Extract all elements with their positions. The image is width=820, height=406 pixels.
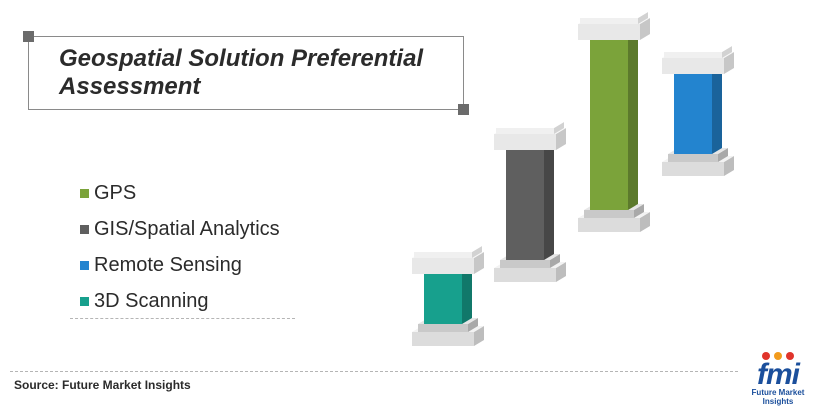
source-text: Source: Future Market Insights xyxy=(14,378,191,392)
logo-text: Future Market Insights xyxy=(751,388,805,406)
legend-label: GIS/Spatial Analytics xyxy=(94,217,280,240)
legend-swatch xyxy=(80,296,89,306)
legend-label: GPS xyxy=(94,181,137,204)
chart-title: Geospatial Solution Preferential Assessm… xyxy=(59,45,424,100)
legend-swatch xyxy=(80,188,89,198)
title-box: Geospatial Solution Preferential Assessm… xyxy=(23,31,469,115)
bar-3d-scanning xyxy=(412,246,484,346)
logo-dots xyxy=(742,352,814,362)
bar-gps xyxy=(578,12,650,232)
logo-mark: fmi xyxy=(757,358,800,391)
bar-remote-sensing xyxy=(662,46,734,176)
legend-label: Remote Sensing xyxy=(94,253,242,276)
legend-item: Remote Sensing xyxy=(80,247,280,283)
legend-item: 3D Scanning xyxy=(80,283,280,319)
legend-divider xyxy=(70,318,295,319)
legend-label: 3D Scanning xyxy=(94,289,209,312)
footer-divider xyxy=(10,371,738,372)
title-corner-square xyxy=(458,104,469,115)
title-corner-square xyxy=(23,31,34,42)
legend-swatch xyxy=(80,260,89,270)
legend-swatch xyxy=(80,224,89,234)
legend-item: GPS xyxy=(80,175,280,211)
fmi-logo: fmi Future Market Insights xyxy=(742,352,814,406)
bar-gis-spatial-analytics xyxy=(494,122,566,282)
legend-item: GIS/Spatial Analytics xyxy=(80,211,280,247)
